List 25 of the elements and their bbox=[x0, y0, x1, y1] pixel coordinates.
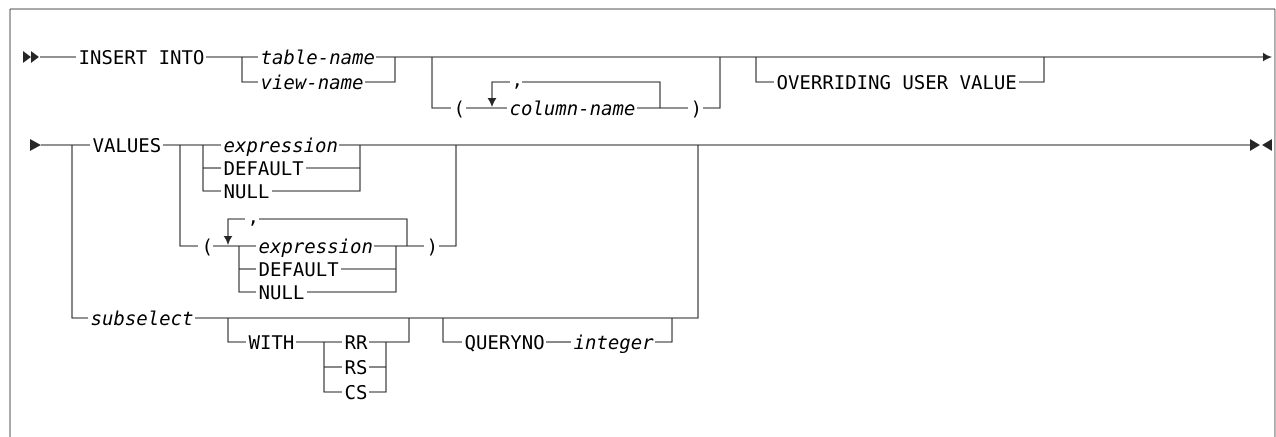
delimiter: ) bbox=[693, 100, 699, 118]
delimiter: ( bbox=[205, 238, 210, 256]
repeat-separator: , bbox=[515, 83, 519, 89]
syntax-variable: subselect bbox=[91, 310, 193, 326]
syntax-keyword: QUERYNO bbox=[465, 334, 544, 352]
delimiter: ) bbox=[429, 238, 435, 256]
syntax-variable: table-name bbox=[262, 49, 374, 65]
syntax-keyword: RS bbox=[345, 359, 367, 375]
syntax-keyword: DEFAULT bbox=[224, 161, 304, 176]
syntax-keyword: DEFAULT bbox=[259, 262, 339, 277]
syntax-keyword: WITH bbox=[248, 335, 294, 349]
delimiter: ( bbox=[457, 100, 462, 118]
syntax-keyword: NULL bbox=[224, 184, 269, 199]
syntax-variable: expression bbox=[259, 238, 372, 257]
syntax-keyword: RR bbox=[345, 335, 368, 349]
syntax-keyword: CS bbox=[345, 384, 367, 400]
syntax-keyword: NULL bbox=[259, 285, 304, 300]
syntax-variable: integer bbox=[574, 334, 654, 354]
syntax-variable: view-name bbox=[262, 74, 363, 90]
syntax-variable: expression bbox=[224, 137, 337, 156]
syntax-keyword: OVERRIDING USER VALUE bbox=[777, 74, 1016, 90]
syntax-keyword: VALUES bbox=[93, 137, 160, 153]
syntax-variable: column-name bbox=[511, 100, 635, 116]
repeat-separator: , bbox=[251, 220, 255, 226]
syntax-keyword: INSERT INTO bbox=[80, 49, 204, 65]
